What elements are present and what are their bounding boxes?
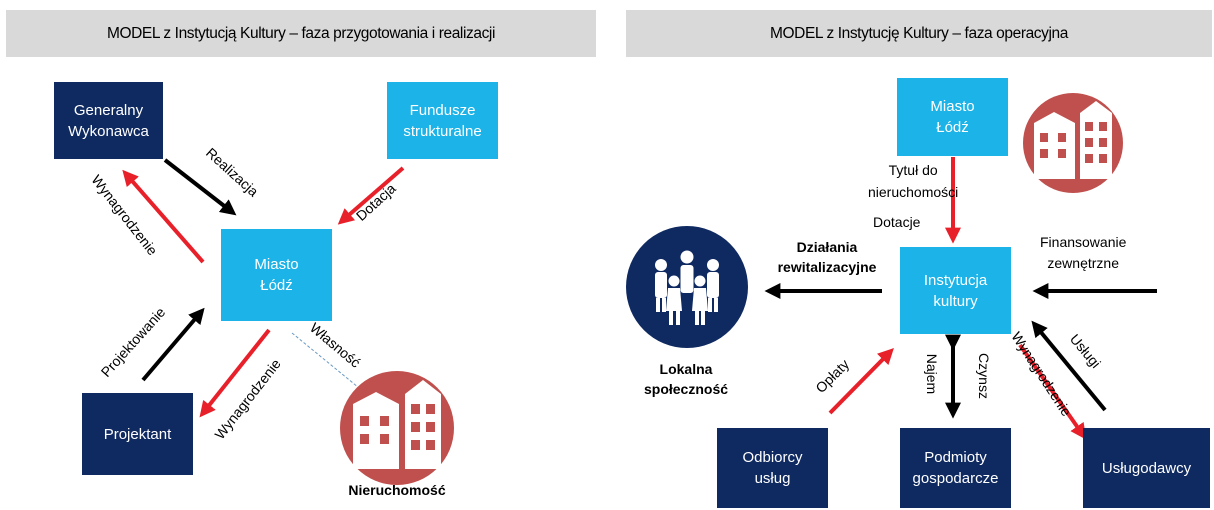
dotacje-label: Dotacje [873, 214, 921, 230]
left-panel-title: MODEL z Instytucją Kultury – faza przygo… [6, 10, 596, 57]
miasto-lodz-op-node: Miasto Łódź [897, 78, 1008, 156]
tytul-label: Tytuł do nieruchomości [868, 162, 959, 200]
wlasnosc-line [291, 332, 365, 393]
odbiorcy-uslug-node: Odbiorcy usług [717, 428, 828, 508]
uslugodawcy-node: Usługodawcy [1083, 428, 1210, 508]
uslugi-arrow [1031, 320, 1107, 412]
najem-label: Najem [924, 353, 941, 395]
dotacja-arrow [337, 166, 405, 225]
dzialania-label: Działania rewitalizacyjne [777, 239, 877, 275]
building-icon [1023, 93, 1123, 193]
nieruchomosc-label: Nieruchomość [348, 482, 446, 498]
finansowanie-label: Finansowanie zewnętrzne [1040, 234, 1127, 271]
podmioty-gospodarcze-node: Podmioty gospodarcze [900, 428, 1011, 508]
realizacja-arrow [163, 158, 237, 216]
fundusze-node: Fundusze strukturalne [387, 82, 498, 159]
generalny-wykonawca-node: Generalny Wykonawca [54, 82, 163, 159]
wynagrodzenie-r-arrow [1018, 343, 1087, 440]
projektant-node: Projektant [82, 393, 193, 475]
projektowanie-arrow [141, 307, 205, 382]
building-icon [340, 371, 454, 485]
czynsz-label: Czynsz [975, 353, 992, 399]
wynagrodzenie-proj-arrow [199, 328, 271, 418]
instytucja-kultury-node: Instytucja kultury [900, 247, 1011, 334]
right-panel-title: MODEL z Instytucję Kultury – faza operac… [626, 10, 1212, 57]
oplaty-arrow [828, 348, 894, 415]
people-icon [626, 226, 748, 348]
wynagrodzenie-gw-arrow [122, 169, 205, 264]
lokalna-spolecznosc-label: Lokalna społeczność [643, 361, 729, 397]
miasto-lodz-node: Miasto Łódź [221, 229, 332, 321]
